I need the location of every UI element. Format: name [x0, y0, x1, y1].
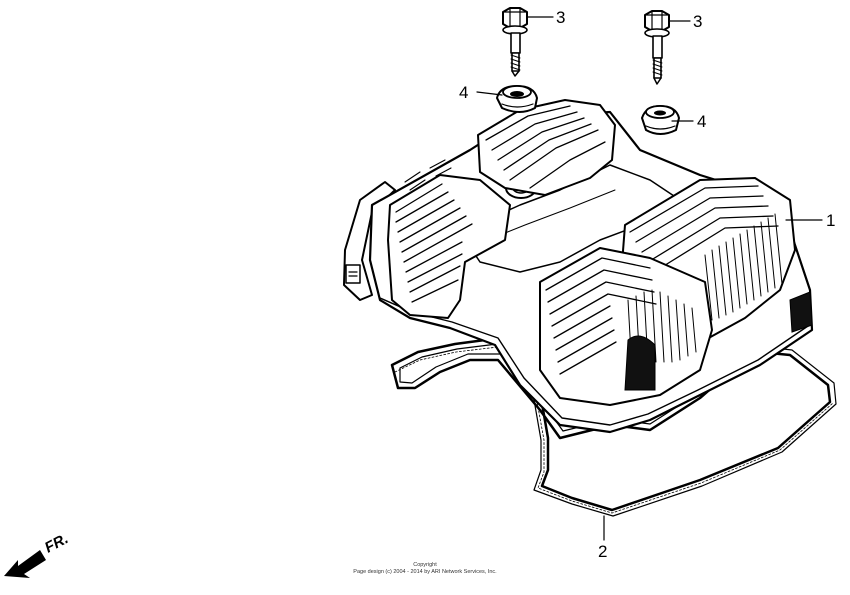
copyright-notice: Page design (c) 2004 - 2014 by ARI Netwo…: [353, 569, 497, 575]
copyright-title: Copyright: [413, 562, 437, 568]
callout-4-right: 4: [697, 112, 706, 131]
callout-1: 1: [826, 211, 835, 230]
grommet-left[interactable]: [496, 85, 538, 113]
bolt-right[interactable]: [644, 10, 670, 85]
front-direction-marker: FR.: [4, 530, 71, 578]
callout-3-left: 3: [556, 8, 565, 27]
valve-cover[interactable]: [343, 99, 814, 434]
bolt-left[interactable]: [502, 7, 528, 77]
callout-2: 2: [598, 542, 607, 561]
front-label: FR.: [42, 530, 71, 556]
callout-4-left: 4: [459, 83, 468, 102]
front-arrow-icon: [4, 550, 46, 578]
leader-lines: [476, 16, 823, 541]
callout-3-right: 3: [693, 12, 702, 31]
grommet-right[interactable]: [641, 105, 680, 135]
